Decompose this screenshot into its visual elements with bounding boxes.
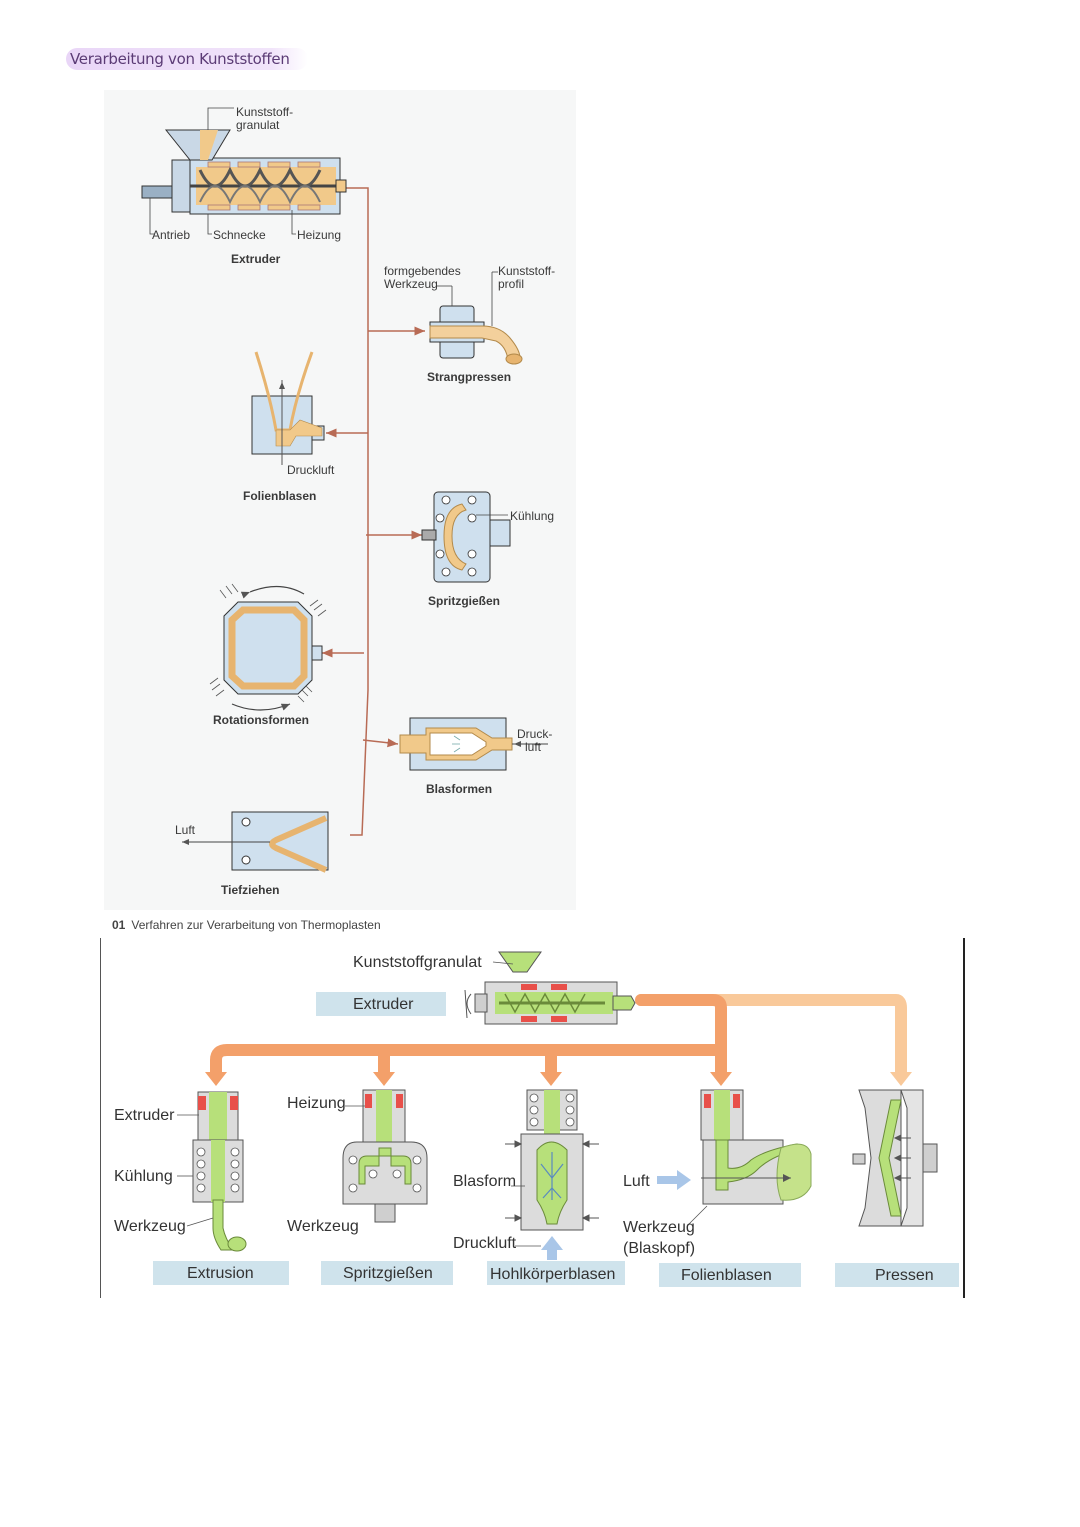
figure1-caption: 01 Verfahren zur Verarbeitung von Thermop… bbox=[112, 918, 381, 932]
tiefziehen-luft-label: Luft bbox=[175, 823, 196, 837]
caption-text: Verfahren zur Verarbeitung von Thermopla… bbox=[131, 918, 381, 932]
thermoplastics-process-diagram: Kunststoff-granulat Antrieb Schnecke Hei… bbox=[104, 90, 576, 910]
extrusion-extruder-label: Extruder bbox=[114, 1107, 175, 1124]
tiefziehen-title: Tiefziehen bbox=[221, 883, 279, 897]
figure2-panel: Kunststoffgranulat Extruder Extruder Küh… bbox=[100, 938, 965, 1298]
blasform-label: Blasform bbox=[453, 1173, 516, 1190]
hohlkoerperblasen-label-box bbox=[487, 1261, 625, 1285]
strangpressen-drawing bbox=[429, 271, 523, 365]
extruder-drawing bbox=[141, 107, 347, 235]
pressen-drawing bbox=[852, 1089, 938, 1227]
folienblasen-luft-label: Luft bbox=[623, 1173, 650, 1190]
strangpressen-title: Strangpressen bbox=[427, 370, 511, 384]
rotationsformen-drawing bbox=[209, 583, 327, 711]
spritzgiessen-label-box bbox=[321, 1261, 453, 1285]
heizung-label: Heizung bbox=[297, 228, 341, 242]
folienblasen-label-box bbox=[659, 1263, 801, 1287]
spritzgiessen-drawing bbox=[421, 491, 511, 583]
extruder-granulat-label: Kunststoff-granulat bbox=[236, 105, 293, 132]
spritzgiessen-kuehlung-label: Kühlung bbox=[510, 509, 554, 523]
antrieb-label: Antrieb bbox=[152, 228, 190, 242]
folienblasen-drawing-2 bbox=[657, 1089, 812, 1225]
blasformen-title: Blasformen bbox=[426, 782, 492, 796]
spritzgiessen-drawing-2 bbox=[342, 1089, 428, 1223]
folienblasen-title-2: Folienblasen bbox=[681, 1267, 772, 1284]
extruder-title: Extruder bbox=[231, 252, 281, 266]
folienblasen-druckluft-label: Druckluft bbox=[287, 463, 335, 477]
flow-arrows bbox=[210, 994, 907, 1080]
pressen-label-box bbox=[835, 1263, 959, 1287]
extruder-label-box bbox=[316, 992, 446, 1016]
hohlkoerperblasen-drawing bbox=[505, 1089, 599, 1260]
extrusion-drawing bbox=[177, 1091, 247, 1252]
pressen-title: Pressen bbox=[875, 1267, 934, 1284]
spritzgiessen-title-2: Spritzgießen bbox=[343, 1265, 433, 1282]
processing-methods-overview: Kunststoffgranulat Extruder Extruder Küh… bbox=[114, 951, 959, 1287]
blasformen-druckluft-label: Druck-luft bbox=[517, 727, 552, 754]
spritzgiessen-heizung-label: Heizung bbox=[287, 1095, 346, 1112]
spritzgiessen-title: Spritzgießen bbox=[428, 594, 500, 608]
rotationsformen-title: Rotationsformen bbox=[213, 713, 309, 727]
tiefziehen-drawing bbox=[182, 811, 329, 873]
granulat-label: Kunststoffgranulat bbox=[353, 954, 482, 971]
caption-number: 01 bbox=[112, 918, 126, 932]
page-title: Verarbeitung von Kunststoffen bbox=[66, 48, 308, 70]
extruder-top-label: Extruder bbox=[353, 996, 414, 1013]
extrusion-label-box bbox=[153, 1261, 289, 1285]
spritzgiessen-werkzeug-label: Werkzeug bbox=[287, 1218, 359, 1235]
figure1-background bbox=[104, 90, 576, 910]
folienblasen-werkzeug-label: Werkzeug bbox=[623, 1219, 695, 1236]
strangpressen-profil-label: Kunststoff-profil bbox=[498, 264, 555, 291]
top-extruder-drawing bbox=[464, 951, 636, 1025]
distribution-lines bbox=[322, 187, 425, 836]
blasformen-drawing bbox=[399, 717, 548, 771]
hohlkoerperblasen-title: Hohlkörperblasen bbox=[490, 1266, 615, 1283]
hohlkoerper-druckluft-label: Druckluft bbox=[453, 1235, 517, 1252]
blaskopf-label: (Blaskopf) bbox=[623, 1240, 695, 1257]
extrusion-title: Extrusion bbox=[187, 1265, 254, 1282]
extrusion-kuehlung-label: Kühlung bbox=[114, 1168, 173, 1185]
folienblasen-title: Folienblasen bbox=[243, 489, 316, 503]
folienblasen-drawing bbox=[251, 351, 325, 465]
extrusion-werkzeug-label: Werkzeug bbox=[114, 1218, 186, 1235]
schnecke-label: Schnecke bbox=[213, 228, 266, 242]
flow-arrowheads bbox=[205, 1072, 912, 1086]
